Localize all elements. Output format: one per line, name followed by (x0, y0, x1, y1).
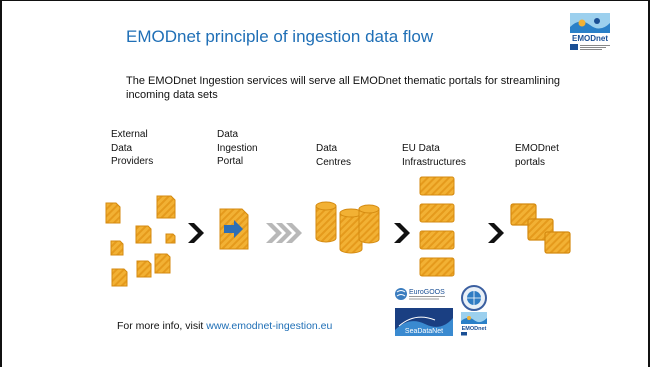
chevron-right-icon (394, 223, 410, 243)
footer-info: For more info, visit www.emodnet-ingesti… (117, 320, 332, 332)
footer-text: For more info, visit (117, 320, 207, 332)
document-icon (110, 240, 124, 256)
stage-label-data-centres: Data Centres (316, 143, 352, 168)
stage-label-external-providers: External Data Providers (111, 129, 154, 167)
stage-label-ingestion-portal: Data Ingestion Portal (217, 129, 258, 167)
provider-documents (105, 195, 176, 287)
svg-text:EMODnet: EMODnet (572, 34, 608, 43)
globe-icon (461, 285, 487, 311)
svg-text:EuroGOOS: EuroGOOS (409, 289, 445, 296)
document-icon (154, 253, 171, 274)
document-icon (165, 233, 176, 244)
document-icon (111, 268, 128, 287)
emodnet-logo: EMODnet (570, 13, 610, 50)
svg-text:EMODnet: EMODnet (462, 326, 487, 332)
document-icon (135, 225, 152, 244)
triple-chevron-icon (266, 223, 302, 243)
slide-title: EMODnet principle of ingestion data flow (126, 27, 434, 46)
svg-text:SeaDataNet: SeaDataNet (405, 328, 443, 335)
stage-label-emodnet-portals: EMODnet portals (515, 143, 559, 168)
database-icon (358, 204, 380, 244)
ingestion-portal-document (219, 208, 249, 250)
eu-flag-icon (570, 44, 578, 50)
document-icon (156, 195, 176, 219)
infrastructure-stack (419, 176, 455, 277)
arrow-right-icon (224, 220, 243, 238)
eurogoos-logo: EuroGOOS (395, 288, 445, 300)
footer-link[interactable]: www.emodnet-ingestion.eu (206, 320, 333, 332)
eu-flag-icon (461, 332, 467, 336)
data-centres (315, 201, 380, 254)
stage-label-eu-infrastructures: EU Data Infrastructures (402, 143, 466, 168)
database-icon (315, 201, 337, 243)
intro-text: The EMODnet Ingestion services will serv… (126, 75, 561, 101)
document-icon (105, 202, 121, 224)
document-icon (136, 260, 152, 278)
emodnet-portal-tiles (510, 203, 571, 254)
seadatanet-logo: SeaDataNet (395, 308, 453, 336)
chevron-right-icon (188, 223, 204, 243)
chevron-right-icon (488, 223, 504, 243)
emodnet-small-logo: EMODnet (461, 312, 487, 336)
